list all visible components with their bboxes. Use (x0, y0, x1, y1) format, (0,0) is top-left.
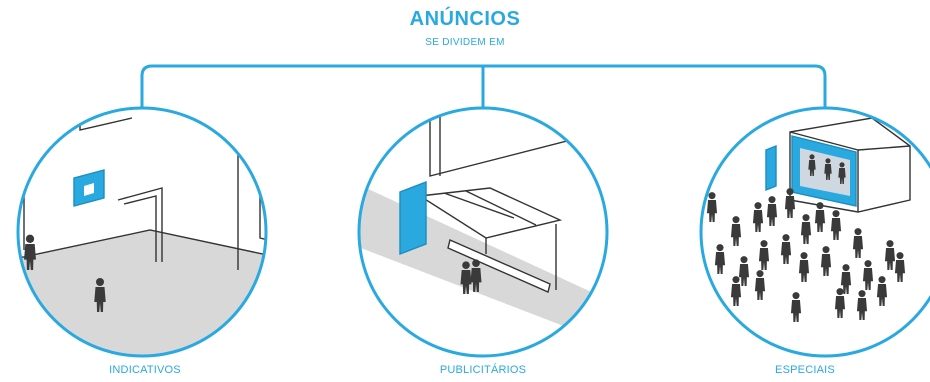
diagram-subtitle: SE DIVIDEM EM (425, 37, 505, 48)
indicativos-scene (16, 106, 268, 358)
publicitarios-scene (357, 106, 609, 358)
especiais-scene (699, 106, 930, 358)
category-label-especiais: ESPECIAIS (775, 364, 835, 376)
category-label-publicitarios: PUBLICITÁRIOS (439, 364, 527, 376)
connector-bracket (140, 64, 827, 108)
ad-panel-icon (399, 180, 427, 256)
category-label-indicativos: INDICATIVOS (109, 364, 181, 376)
directional-sign-icon (73, 169, 105, 207)
diagram-title: ANÚNCIOS (409, 8, 521, 30)
